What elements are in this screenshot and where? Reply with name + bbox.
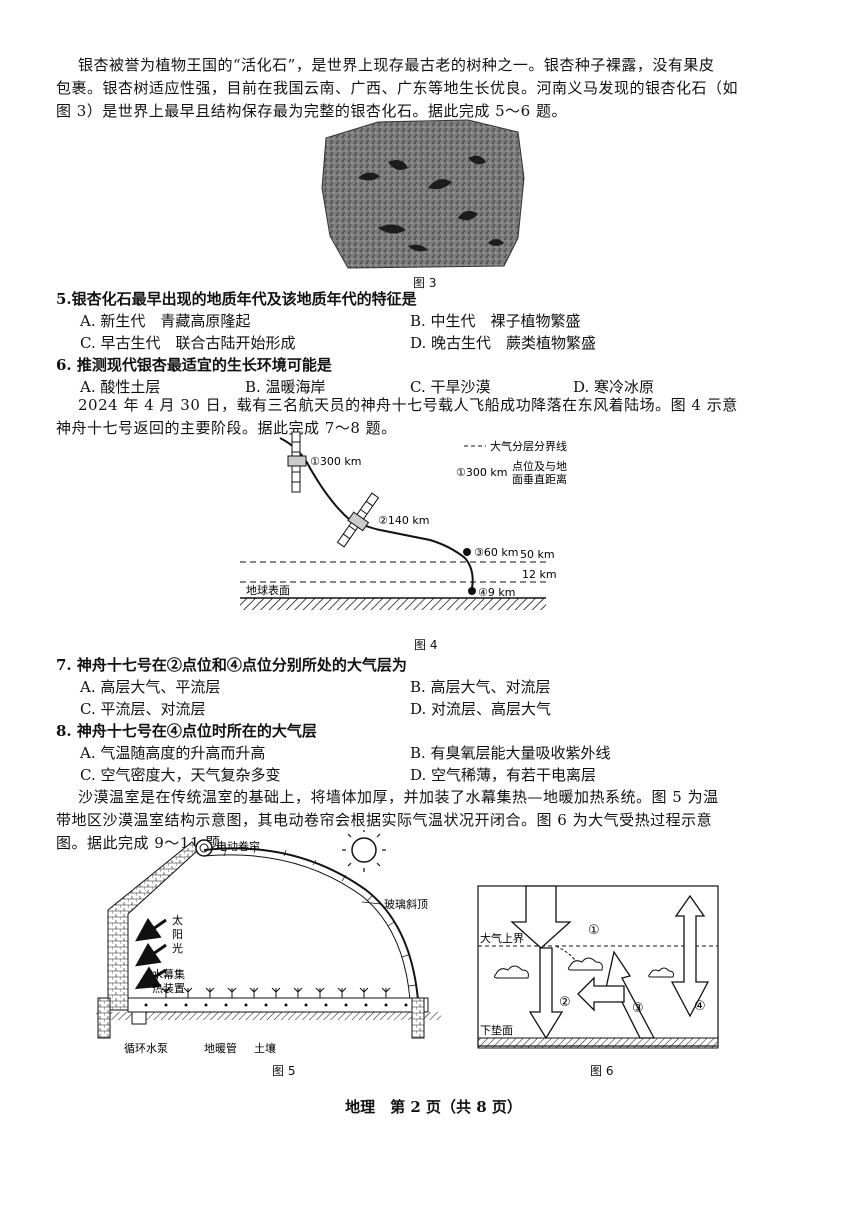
q5-option-d[interactable]: D. 晚古生代 蕨类植物繁盛 bbox=[410, 334, 597, 352]
fig4-point2-label: ②140 km bbox=[378, 514, 429, 527]
fig6-num-3: ③ bbox=[632, 1001, 644, 1016]
q7-stem: 7. 神舟十七号在②点位和④点位分别所处的大气层为 bbox=[56, 656, 407, 674]
fig4-ground-label: 地球表面 bbox=[246, 583, 290, 597]
intro-ginkgo-line3: 图 3）是世界上最早且结构保存最为完整的银杏化石。据此完成 5～6 题。 bbox=[56, 102, 567, 120]
fig4-boundary-12km: 12 km bbox=[522, 568, 557, 581]
fig4-boundary-50km: 50 km bbox=[520, 548, 555, 561]
q7-option-a[interactable]: A. 高层大气、平流层 bbox=[80, 678, 221, 696]
fig5-curtain-label: 电动卷帘 bbox=[216, 839, 260, 853]
q7-option-b[interactable]: B. 高层大气、对流层 bbox=[410, 678, 551, 696]
capsule-1-icon bbox=[287, 431, 307, 493]
sun-icon bbox=[342, 830, 386, 872]
fig6-surface-label: 下垫面 bbox=[480, 1023, 513, 1037]
fig4-point1-label: ①300 km bbox=[310, 455, 361, 468]
intro-ginkgo-line2: 包裹。银杏树适应性强，目前在我国云南、广西、广东等地生长优良。河南义马发现的银杏… bbox=[56, 79, 739, 97]
fig5-sun-label-3: 光 bbox=[172, 941, 183, 955]
capsule-2-icon bbox=[336, 492, 380, 548]
intro-ginkgo-line1: 银杏被誉为植物王国的“活化石”，是世界上现存最古老的树种之一。银杏种子裸露，没有… bbox=[78, 56, 715, 74]
q5-option-a[interactable]: A. 新生代 青藏高原隆起 bbox=[80, 312, 251, 330]
fig4-legend-line: 大气分层分界线 bbox=[490, 439, 567, 453]
fig4-point3-label: ③60 km bbox=[474, 546, 518, 559]
fig5-glass-roof-label: 玻璃斜顶 bbox=[384, 897, 428, 911]
fig4-legend-point: ①300 km bbox=[456, 466, 507, 479]
q6-stem: 6. 推测现代银杏最适宜的生长环境可能是 bbox=[56, 356, 332, 374]
fig4-legend-desc2: 面垂直距离 bbox=[512, 472, 567, 486]
fig5-sun-label-2: 阳 bbox=[172, 928, 183, 941]
cloud-icons bbox=[493, 957, 674, 979]
q5-option-c[interactable]: C. 早古生代 联合古陆开始形成 bbox=[80, 334, 296, 352]
q6-option-c[interactable]: C. 干旱沙漠 bbox=[410, 378, 491, 396]
q8-option-c[interactable]: C. 空气密度大，天气复杂多变 bbox=[80, 766, 281, 784]
fig5-soil-label: 土壤 bbox=[254, 1041, 276, 1055]
electric-curtain-roller-icon bbox=[195, 839, 213, 857]
q8-option-d[interactable]: D. 空气稀薄，有若干电离层 bbox=[410, 766, 597, 784]
q7-option-c[interactable]: C. 平流层、对流层 bbox=[80, 700, 206, 718]
fig6-num-1: ① bbox=[588, 923, 600, 938]
fig4-legend-desc1: 点位及与地 bbox=[512, 459, 567, 473]
intro-greenhouse-line1: 沙漠温室是在传统温室的基础上，将墙体加厚，并加装了水幕集热—地暖加热系统。图 5… bbox=[78, 788, 719, 806]
fig5-pipe-label: 地暖管 bbox=[204, 1041, 237, 1055]
fig4-caption: 图 4 bbox=[414, 638, 438, 652]
fig5-pump-label: 循环水泵 bbox=[124, 1042, 168, 1055]
ginkgo-fossil-image bbox=[321, 119, 525, 269]
intro-greenhouse-line2: 带地区沙漠温室结构示意图，其电动卷帘会根据实际气温状况开闭合。图 6 为大气受热… bbox=[56, 811, 713, 829]
q8-option-a[interactable]: A. 气温随高度的升高而升高 bbox=[80, 744, 266, 762]
fig5-sun-label-1: 太 bbox=[172, 914, 183, 927]
q6-option-a[interactable]: A. 酸性土层 bbox=[80, 378, 161, 396]
q7-option-d[interactable]: D. 对流层、高层大气 bbox=[410, 700, 552, 718]
page-footer: 地理 第 2 页（共 8 页） bbox=[345, 1098, 522, 1116]
fig5-greenhouse-diagram: 电动卷帘 玻璃斜顶 太 阳 光 水幕集 热装置 循环水泵 地暖管 土壤 bbox=[96, 830, 441, 1055]
fig5-caption: 图 5 bbox=[272, 1064, 296, 1078]
q6-option-d[interactable]: D. 寒冷冰原 bbox=[573, 378, 655, 396]
q6-option-b[interactable]: B. 温暖海岸 bbox=[245, 378, 326, 396]
fig4-point4-label: ④9 km bbox=[478, 586, 515, 599]
fig6-num-4: ④ bbox=[694, 999, 706, 1014]
circulation-pump-icon bbox=[131, 1011, 147, 1025]
fig5-water-label-2: 热装置 bbox=[152, 982, 185, 995]
q5-stem: 5.银杏化石最早出现的地质年代及该地质年代的特征是 bbox=[56, 290, 417, 308]
fig6-heating-diagram: 大气上界 下垫面 ① ② ③ ④ bbox=[477, 885, 719, 1049]
intro-shenzhou-line2: 神舟十七号返回的主要阶段。据此完成 7～8 题。 bbox=[56, 419, 397, 437]
fig6-top-atmosphere-label: 大气上界 bbox=[480, 931, 524, 945]
intro-shenzhou-line1: 2024 年 4 月 30 日，载有三名航天员的神舟十七号载人飞船成功降落在东风… bbox=[78, 396, 738, 414]
q8-stem: 8. 神舟十七号在④点位时所在的大气层 bbox=[56, 722, 317, 740]
fig3-caption: 图 3 bbox=[413, 276, 437, 290]
fig4-reentry-diagram: ①300 km ②140 km ③60 km ④9 km 50 km 12 km… bbox=[240, 431, 567, 610]
fig6-num-2: ② bbox=[559, 995, 571, 1010]
q8-option-b[interactable]: B. 有臭氧层能大量吸收紫外线 bbox=[410, 744, 611, 762]
q5-option-b[interactable]: B. 中生代 裸子植物繁盛 bbox=[410, 312, 581, 330]
fig6-caption: 图 6 bbox=[590, 1064, 614, 1078]
fig5-water-label-1: 水幕集 bbox=[152, 967, 185, 981]
